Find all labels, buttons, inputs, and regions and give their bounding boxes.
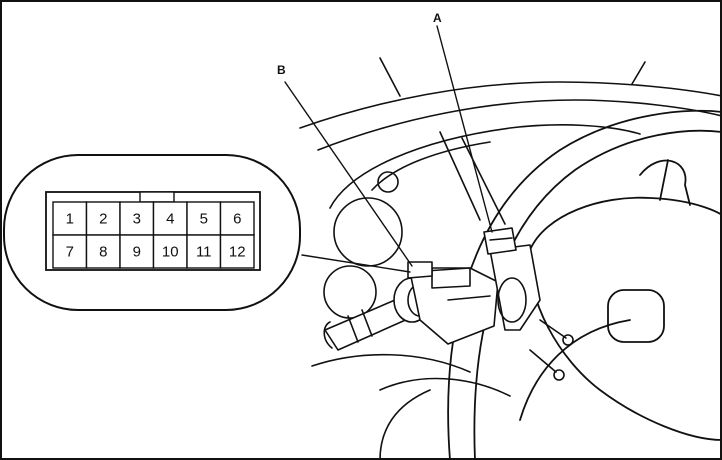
callout-label-b: B: [277, 63, 286, 77]
pin-number-label: 10: [162, 244, 179, 261]
pin-cell: [186, 234, 222, 269]
pin-number-label: 11: [196, 244, 212, 261]
combination-switch: [323, 227, 574, 381]
pin-number-label: 12: [229, 244, 246, 261]
pin-number-label: 1: [66, 211, 74, 228]
leader-line-connector: [301, 254, 411, 273]
pin-number-label: 5: [200, 211, 208, 228]
pin-cell: [85, 201, 121, 236]
pin-cell: [52, 234, 88, 269]
leader-lines: [284, 25, 493, 273]
pin-number-label: 7: [66, 244, 74, 261]
pin-cell: [85, 234, 121, 269]
dashboard-illustration: [299, 57, 722, 460]
pin-cell: [119, 234, 155, 269]
pin-cell: [186, 201, 222, 236]
leader-line-b: [284, 81, 413, 267]
connector-lock-tab: [139, 191, 175, 203]
steering-wheel: [447, 109, 722, 460]
pin-number-label: 8: [99, 244, 107, 261]
pin-number-label: 4: [166, 211, 174, 228]
pin-cell: [152, 234, 188, 269]
pin-number-label: 3: [133, 211, 141, 228]
callout-label-a: A: [433, 11, 442, 25]
pin-cell: [219, 234, 255, 269]
pin-number-label: 9: [133, 244, 141, 261]
pin-number-label: 2: [99, 211, 107, 228]
pin-cell: [119, 201, 155, 236]
pin-number-label: 6: [233, 211, 241, 228]
leader-line-a: [436, 25, 493, 233]
